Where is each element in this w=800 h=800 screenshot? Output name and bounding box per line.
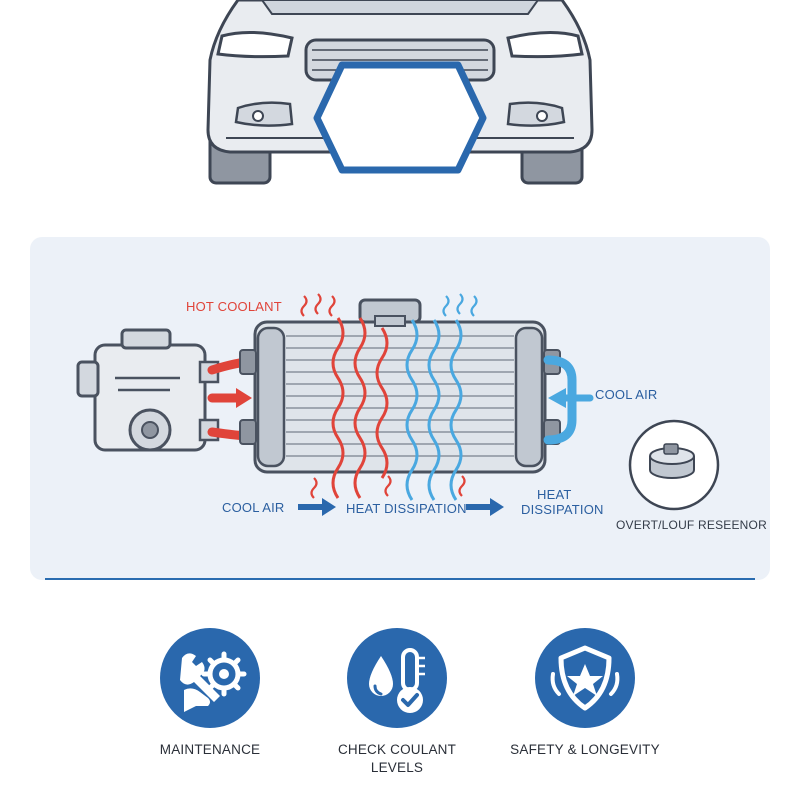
wrench-gear-icon <box>180 651 247 712</box>
maintenance-caption: MAINTENANCE <box>120 741 300 759</box>
check-coolant-icon <box>347 628 447 728</box>
safety-caption-line1: SAFETY & LONGEVITY <box>510 742 660 757</box>
car-front-illustration <box>206 0 594 185</box>
shield-star-icon <box>550 645 620 711</box>
cool-air-right-label: COOL AIR <box>595 387 658 402</box>
cool-waves <box>405 319 463 501</box>
cool-air-left-label: COOL AIR <box>222 500 285 515</box>
radiator-core <box>239 298 561 474</box>
drop-thermometer-icon <box>369 648 425 713</box>
maintenance-icon <box>160 628 260 728</box>
left-headlight <box>216 30 294 59</box>
right-headlight <box>506 30 584 59</box>
cooling-flow-diagram <box>76 293 720 516</box>
engine-icon <box>76 328 220 452</box>
check-coolant-caption-line2: LEVELS <box>370 760 424 775</box>
overflow-reservoir-icon <box>628 419 720 511</box>
heat-label: HEAT <box>537 487 572 502</box>
hot-waves <box>331 317 389 499</box>
safety-caption: SAFETY & LONGEVITY <box>495 741 675 759</box>
maintenance-caption-line1: MAINTENANCE <box>159 742 261 757</box>
check-coolant-caption-line1: CHECK COULANT <box>337 742 457 757</box>
dissipation-label: DISSIPATION <box>521 502 604 517</box>
radiator-highlight-hexagon <box>313 61 487 174</box>
safety-icon <box>535 628 635 728</box>
check-coolant-caption: CHECK COULANT LEVELS <box>307 741 487 777</box>
overflow-reservoir-label: OVERT/LOUF RESEENOR <box>616 518 767 532</box>
heat-dissipation-center-label: HEAT DISSIPATION <box>346 501 467 516</box>
hot-coolant-label: HOT COOLANT <box>186 299 282 314</box>
section-divider <box>45 578 755 580</box>
